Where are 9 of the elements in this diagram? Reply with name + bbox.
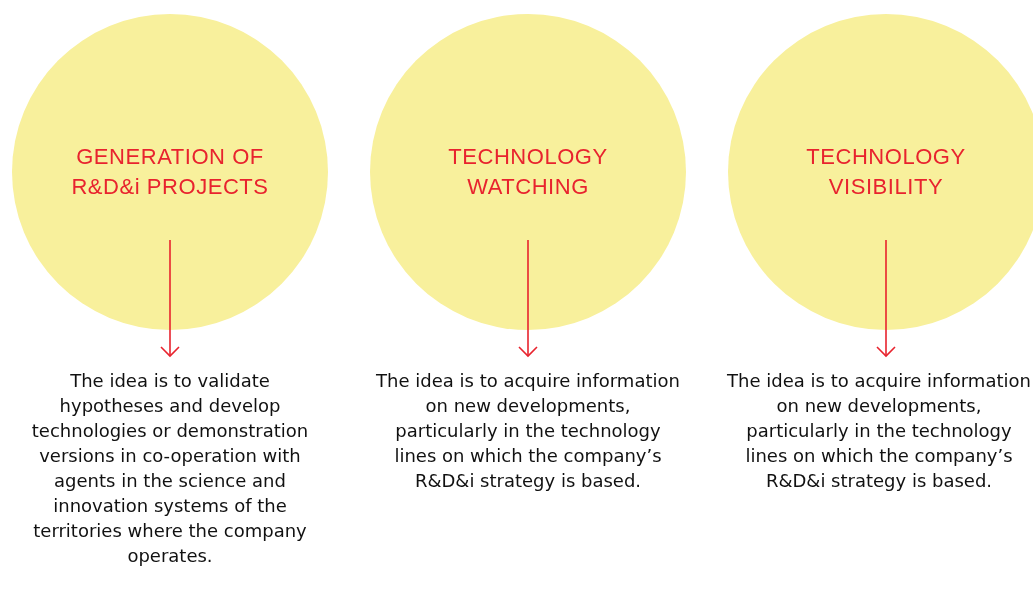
- description-text: The idea is to validate hypotheses and develop technologies or demonstration versions in co-operation with agents in the science and innovation systems of the territories where the company operates.: [30, 369, 310, 568]
- arrow: [876, 239, 896, 358]
- arrow: [518, 239, 538, 358]
- arrow: [160, 239, 180, 358]
- circle-title: TECHNOLOGY WATCHING: [447, 143, 609, 201]
- description-text: The idea is to acquire information on new developments, particularly in the technology lines on which the company’s R&D&i strategy is based.: [376, 369, 680, 493]
- circle-title: TECHNOLOGY VISIBILITY: [805, 143, 967, 201]
- description-text: The idea is to acquire information on new developments, particularly in the technology lines on which the company’s R&D&i strategy is based.: [727, 369, 1031, 493]
- circle-title: GENERATION OF R&D&i PROJECTS: [70, 143, 270, 201]
